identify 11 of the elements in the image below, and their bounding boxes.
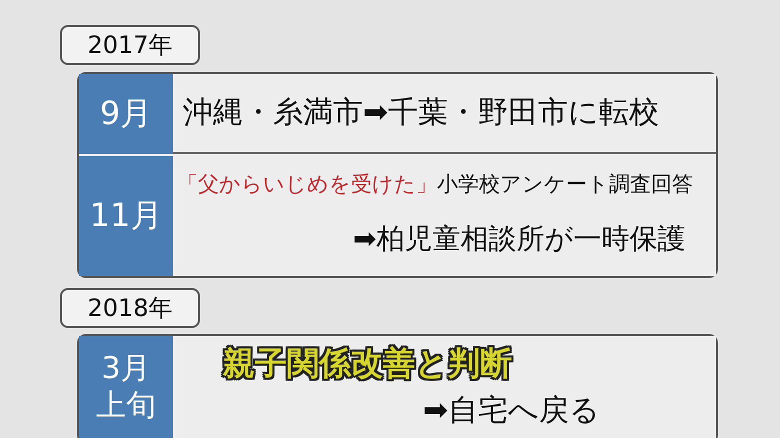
- event-text: 親子関係改善と判断: [223, 343, 512, 384]
- year-tag: 2017年: [60, 25, 200, 65]
- month-cell: 11月: [79, 156, 173, 276]
- event-text: 小学校アンケート調査回答: [437, 171, 693, 198]
- year-tag: 2018年: [60, 288, 200, 328]
- month-cell: 9月: [79, 74, 173, 154]
- event-text: 「父からいじめを受けた」: [177, 171, 437, 198]
- event-text: 沖縄・糸満市➡千葉・野田市に転校: [183, 94, 660, 132]
- event-text: ➡自宅へ戻る: [423, 392, 600, 430]
- month-cell: 3月上旬: [79, 336, 173, 438]
- event-text: ➡柏児童相談所が一時保護: [353, 221, 686, 257]
